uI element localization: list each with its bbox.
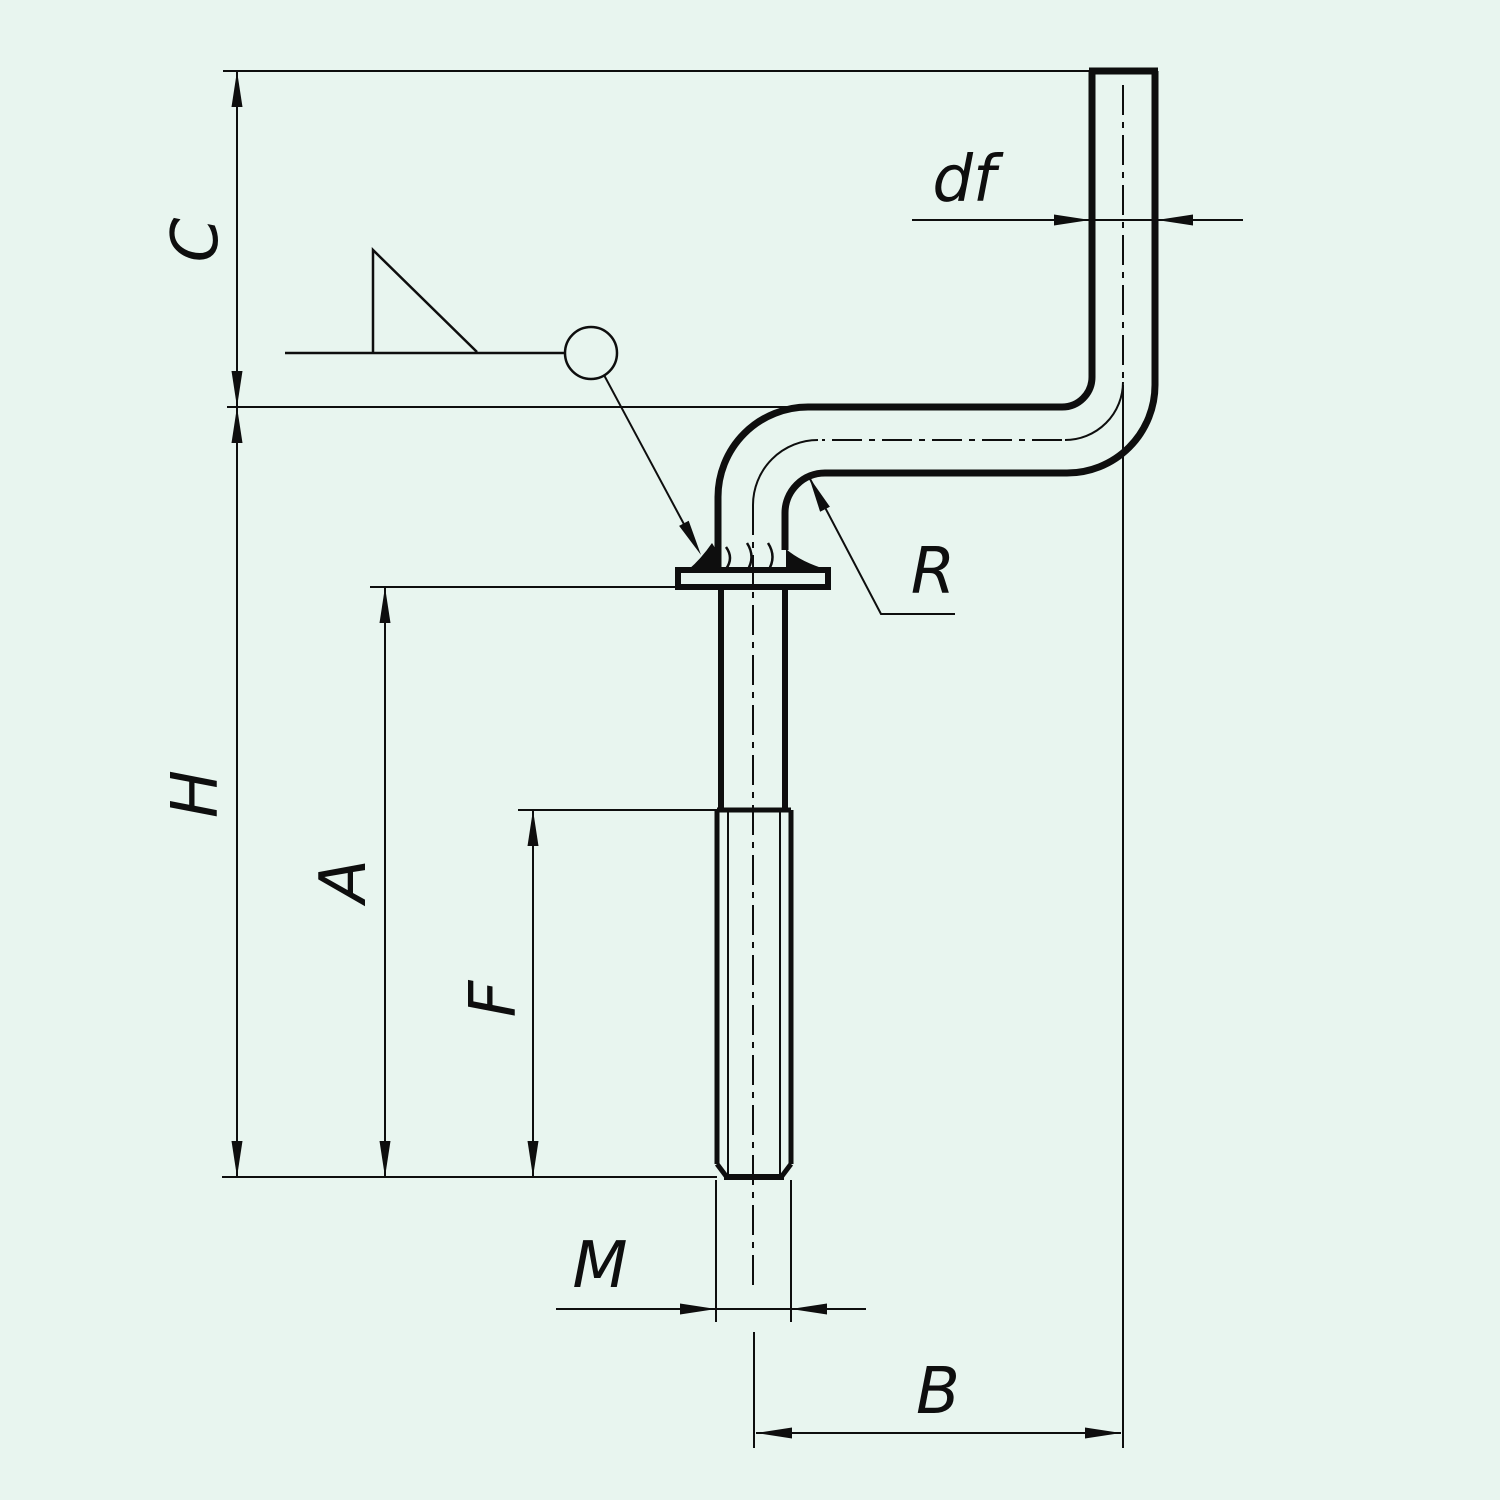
arrowhead-df-right — [1157, 214, 1193, 226]
arrowhead-f-bottom — [527, 1141, 539, 1177]
part-edge-inner — [714, 71, 1096, 572]
arrowhead-b-left — [756, 1427, 792, 1439]
label-dimension-m: M — [572, 1229, 627, 1303]
label-dimension-b: B — [916, 1355, 960, 1429]
arrowhead-a-top — [379, 587, 391, 623]
dimension-b: B — [756, 1355, 1121, 1439]
label-dimension-c: C — [159, 217, 233, 262]
surface-leader-arrowhead — [679, 520, 701, 555]
crimp-mark — [766, 542, 774, 572]
label-dimension-f: F — [457, 979, 531, 1017]
surface-symbol-triangle-icon — [371, 247, 478, 353]
surface-leader-line — [603, 374, 694, 542]
part-edge-outer — [781, 71, 1159, 550]
arrowhead-m-right — [791, 1303, 827, 1315]
arrowhead-df-left — [1054, 214, 1090, 226]
crimp-mark — [724, 546, 732, 570]
arrowhead-f-top — [527, 810, 539, 846]
dimension-f: F — [457, 810, 539, 1177]
dimension-c-h: C H — [159, 71, 243, 1177]
arrowhead-h-top — [231, 407, 243, 443]
arrowhead-h-bottom — [231, 1141, 243, 1177]
radius-leader-arrowhead — [809, 477, 830, 512]
bend2-centerline-arc — [752, 439, 819, 506]
weld-fillet-left — [688, 543, 721, 570]
label-radius-r: R — [911, 535, 955, 609]
dimension-df: df — [912, 143, 1243, 226]
dimension-m: M — [556, 1229, 866, 1315]
part-outline — [675, 67, 1159, 1180]
surface-finish-symbol — [285, 247, 701, 555]
surface-symbol-circle-icon — [563, 325, 619, 381]
arrowhead-a-bottom — [379, 1141, 391, 1177]
crimp-mark — [745, 542, 753, 572]
label-dimension-a: A — [307, 859, 381, 907]
centerlines — [752, 85, 1124, 1286]
label-dimension-df: df — [932, 143, 1004, 217]
dimension-a: A — [307, 587, 391, 1177]
arrowhead-m-left — [680, 1303, 716, 1315]
extension-lines — [222, 70, 1124, 1448]
arrowhead-c-top — [231, 71, 243, 107]
arrowhead-b-right — [1085, 1427, 1121, 1439]
radius-leader-line — [808, 476, 955, 615]
label-dimension-h: H — [159, 770, 233, 818]
arrowhead-c-bottom — [231, 371, 243, 407]
bend1-centerline-arc — [1064, 381, 1124, 441]
weld-fillet-right — [786, 549, 828, 570]
radius-callout: R — [808, 476, 955, 615]
